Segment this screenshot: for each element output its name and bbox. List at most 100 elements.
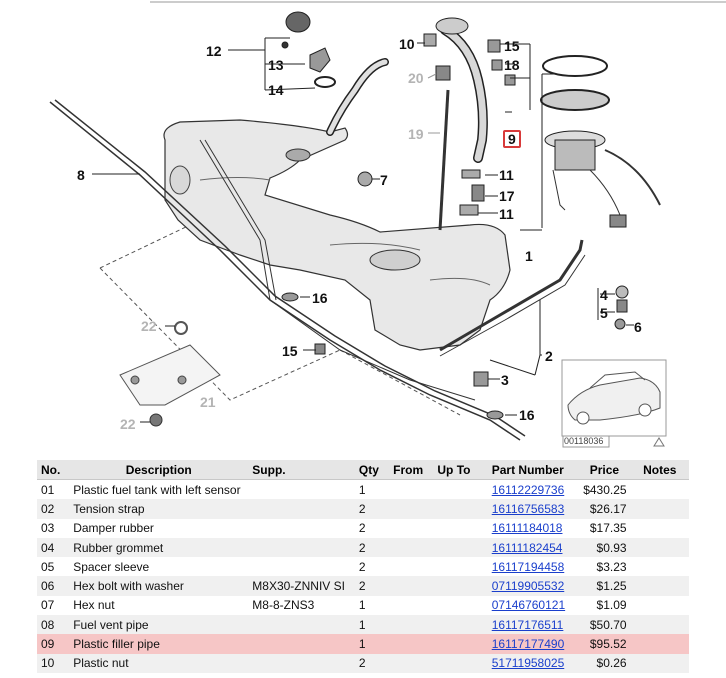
- callout-18[interactable]: 18: [504, 57, 520, 73]
- cell-qty: 1: [354, 615, 390, 635]
- cell-supp: [248, 653, 355, 673]
- part-number-link[interactable]: 16117176511: [491, 617, 564, 632]
- cell-description: Fuel vent pipe: [69, 615, 249, 635]
- cell-part-number: 07146760121: [488, 596, 579, 615]
- callout-22-top[interactable]: 22: [141, 318, 157, 334]
- cell-supp: [248, 499, 355, 519]
- cell-no: 02: [37, 499, 70, 519]
- cell-from: [389, 537, 434, 558]
- cell-supp: [248, 480, 355, 500]
- cell-price: $26.17: [578, 499, 631, 519]
- callout-16-bottom[interactable]: 16: [519, 407, 535, 423]
- cell-part-number: 16116756583: [487, 499, 579, 519]
- cell-upto: [433, 634, 488, 654]
- cell-notes: [631, 519, 689, 538]
- callout-13[interactable]: 13: [268, 57, 284, 73]
- cell-upto: [433, 480, 487, 500]
- callout-4[interactable]: 4: [600, 287, 608, 303]
- callout-9-highlighted[interactable]: 9: [503, 130, 521, 148]
- table-header-row: No. Description Supp. Qty From Up To Par…: [37, 460, 689, 480]
- callout-10[interactable]: 10: [399, 36, 415, 52]
- cell-no: 04: [37, 537, 70, 558]
- callout-3[interactable]: 3: [501, 372, 509, 388]
- bracket-shape: [119, 344, 221, 406]
- cell-description: Plastic filler pipe: [69, 634, 249, 654]
- cell-no: 07: [41, 598, 55, 613]
- callout-14[interactable]: 14: [268, 82, 284, 98]
- callout-21[interactable]: 21: [200, 394, 216, 410]
- cell-qty: 1: [358, 598, 366, 613]
- part-number-link[interactable]: 16117194458: [491, 559, 565, 574]
- cell-notes: [631, 480, 689, 500]
- callout-17[interactable]: 17: [499, 188, 515, 204]
- part-number-link[interactable]: 16117177490: [491, 637, 565, 652]
- callout-7[interactable]: 7: [380, 172, 388, 188]
- col-header-upto[interactable]: Up To: [433, 460, 488, 480]
- part-number-link[interactable]: 16111184018: [491, 521, 563, 536]
- cell-qty: 1: [354, 634, 390, 654]
- col-header-price[interactable]: Price: [578, 460, 631, 480]
- callout-8[interactable]: 8: [77, 167, 85, 183]
- cell-price: $95.52: [578, 634, 631, 654]
- part-number-link[interactable]: 16116756583: [491, 501, 565, 516]
- col-header-from[interactable]: From: [389, 460, 434, 480]
- callout-22-bottom[interactable]: 22: [120, 416, 136, 432]
- callout-12[interactable]: 12: [206, 43, 222, 59]
- cell-from: [389, 615, 434, 635]
- cell-description: Plastic nut: [69, 653, 249, 673]
- parts-diagram: 12 13 14 10 20 19 15 18 9 8 7 11 17 11 1…: [49, 1, 726, 448]
- cell-description: Spacer sleeve: [73, 559, 150, 574]
- part-number-link[interactable]: 16112229736: [491, 482, 565, 497]
- callout-5[interactable]: 5: [600, 305, 608, 321]
- callout-15-top[interactable]: 15: [504, 38, 520, 54]
- col-header-no[interactable]: No.: [37, 460, 70, 480]
- callout-15-bottom[interactable]: 15: [282, 343, 298, 359]
- cell-from: [389, 596, 433, 615]
- col-header-supp[interactable]: Supp.: [248, 460, 355, 480]
- callout-11-top[interactable]: 11: [499, 167, 514, 183]
- cell-supp: M8X30-ZNNIV SI: [248, 576, 355, 596]
- callout-19[interactable]: 19: [408, 126, 424, 142]
- cell-no: 08: [37, 615, 70, 635]
- cell-qty: 2: [354, 576, 390, 596]
- cell-no: 01: [41, 482, 55, 497]
- cell-notes: [631, 557, 689, 576]
- callout-16-top[interactable]: 16: [312, 290, 328, 306]
- col-header-notes[interactable]: Notes: [630, 460, 689, 480]
- callout-1[interactable]: 1: [525, 248, 533, 264]
- part-number-link[interactable]: 51711958025: [491, 656, 565, 671]
- cell-from: [389, 653, 434, 673]
- callout-6[interactable]: 6: [634, 319, 642, 335]
- cell-no: 06: [37, 576, 70, 596]
- cell-no: 05: [41, 559, 55, 574]
- cell-qty: 2: [354, 653, 390, 673]
- callout-2[interactable]: 2: [545, 348, 553, 364]
- cell-price: $0.26: [578, 653, 631, 673]
- cell-qty: 2: [354, 537, 390, 558]
- cell-no: 03: [41, 521, 55, 536]
- cell-qty: 1: [358, 482, 366, 497]
- part-number-link[interactable]: 16111182454: [491, 540, 563, 555]
- cell-price: $430.25: [583, 482, 627, 497]
- col-header-description[interactable]: Description: [69, 460, 249, 480]
- vent-pipe-shape: [49, 101, 521, 441]
- col-header-part-number[interactable]: Part Number: [487, 460, 579, 480]
- cell-notes: [630, 653, 689, 673]
- part-number-link[interactable]: 07146760121: [491, 598, 566, 613]
- cell-qty: 2: [354, 499, 390, 519]
- callout-20[interactable]: 20: [408, 70, 424, 86]
- cell-qty: 2: [358, 559, 366, 574]
- part-number-link[interactable]: 07119905532: [491, 579, 565, 594]
- callout-11-bottom[interactable]: 11: [499, 206, 514, 222]
- col-header-qty[interactable]: Qty: [354, 460, 390, 480]
